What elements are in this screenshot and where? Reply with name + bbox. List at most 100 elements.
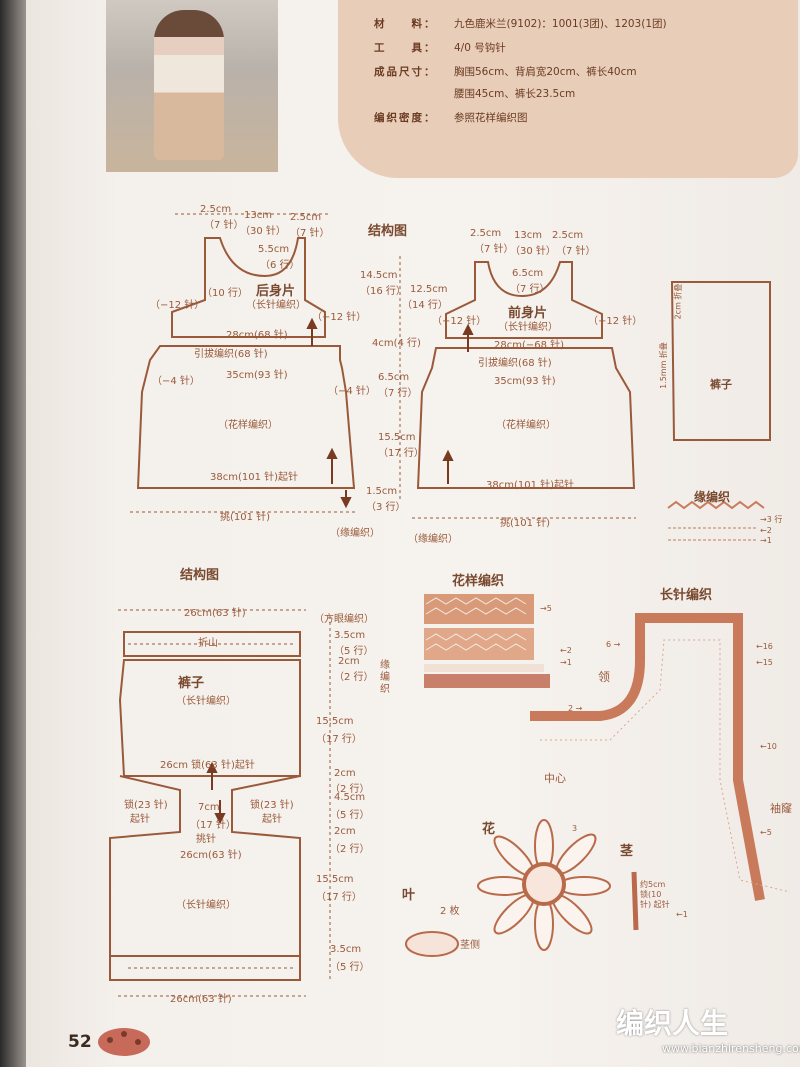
dim-7r: （7 行） [378,388,418,399]
longstitch-n6: 6 → [606,640,621,649]
diagram-title-top: 结构图 [368,224,408,239]
dim-15.5: 15.5cm [378,432,416,443]
pants-r35: 3.5cm [334,630,366,641]
front-piece-sub: （长针编织） [498,322,558,333]
leaf-label: 叶 [402,888,416,903]
longstitch-title: 长针编织 [660,588,713,603]
pants-r17b: （17 行） [316,892,362,903]
dim-front-2.5b: 2.5cm [552,230,584,241]
info-box: 材 料：九色鹿米兰(9102)：1001(3团)、1203(1团) 工 具：4/… [338,0,798,178]
dim-1.5: 1.5cm [366,486,398,497]
leaf-count: 2 枚 [440,906,460,917]
dim-4cm: 4cm(4 行) [372,338,421,349]
dim-front-tiao: 挑(101 针) [500,518,551,529]
pants-r5c: （5 行） [330,962,370,973]
photo-child [106,0,278,172]
pattern-title: 花样编织 [452,574,505,589]
pants-r155b: 15.5cm [316,874,354,885]
pants-fangyan: （方眼编织） [314,614,374,625]
longstitch-sleeve: 袖窿 [770,802,792,815]
back-pattern-label: （花样编织） [218,420,278,431]
side-fold-2: 1.5mm 折叠 [658,342,668,389]
dim-front-7r: （7 行） [510,284,550,295]
info-tool: 工 具：4/0 号钩针 [374,42,506,54]
pants-sub2: （长针编织） [176,900,236,911]
pants-r2d: （2 行） [330,784,370,795]
pants-lock23b: 锁(23 针) [250,800,294,811]
pants-w26b: 26cm(63 针) [170,994,232,1005]
dim-16r: （16 行） [360,286,406,297]
dim-edge: （缘编织） [330,528,380,539]
pants-qi-a: 起针 [130,814,150,825]
photo-figure [154,10,224,160]
flower-n3: 3 [572,824,578,833]
dim-m4b: （−4 针） [328,386,376,397]
dim-30: （30 针） [240,226,286,237]
edge-stitch-title: 缘编织 [694,490,731,504]
info-size: 成品尺寸：胸围56cm、背肩宽20cm、裤长40cm [374,66,637,78]
dim-13: 13cm [244,210,272,221]
dim-front-edge: （缘编织） [408,534,458,545]
dim-5.5: 5.5cm [258,244,290,255]
pants-qi-b: 起针 [262,814,282,825]
dim-front-7a: （7 针） [474,244,514,255]
pants-tiao: 挑针 [196,834,216,845]
pattern-n5: →5 [540,604,552,613]
pants-r155: 15.5cm [316,716,354,727]
dim-m4a: （−4 针） [152,376,200,387]
dim-front-7b: （7 针） [556,246,596,257]
flower-label: 花 [482,822,496,837]
info-density: 编织密度：参照花样编织图 [374,112,528,124]
pants-c26: 26cm(63 针) [180,850,242,861]
pattern-n1: →1 [560,658,572,667]
dim-front-35: 35cm(93 针) [494,376,556,387]
dim-m12a: （−12 针） [150,300,205,311]
dim-38: 38cm(101 针)起针 [210,472,299,483]
dim-35: 35cm(93 针) [226,370,288,381]
dim-28: 28cm(68 针) [226,330,288,341]
diagram-title-pants: 结构图 [180,568,220,583]
pants-sub: （长针编织） [176,696,236,707]
pants-7cm: 7cm [198,802,220,813]
pants-r2: 2cm [338,656,360,667]
dim-front-6.5: 6.5cm [512,268,544,279]
pants-waist: 26cm 锁(63 针)起针 [160,760,255,771]
front-piece-label: 前身片 [508,306,548,321]
longstitch-n15: ←15 [756,658,773,667]
dim-14.5: 14.5cm [360,270,398,281]
pants-lock23a: 锁(23 针) [124,800,168,811]
pants-17: （17 针） [190,820,236,831]
pants-r5: （5 行） [334,646,374,657]
pattern-edge-vertical: 缘编织 [380,660,390,695]
dim-front-m12b: （−12 针） [588,316,643,327]
book-spine [0,0,26,1067]
longstitch-n1: ←1 [676,910,688,919]
longstitch-n2: 2 → [568,704,583,713]
dim-front-13: 13cm [514,230,542,241]
edge-n2: ←2 [760,526,772,535]
side-pants-label: 裤子 [710,378,732,391]
page-number: 52 [68,1032,92,1052]
brand-url[interactable]: www.bianzhirensheng.com [662,1042,800,1055]
stem-label: 茎 [620,844,634,859]
info-size-2: 腰围45cm、裤长23.5cm [454,88,576,100]
longstitch-n5: ←5 [760,828,772,837]
dim-yinba: 引拔编织(68 针) [194,349,268,360]
dim-7a: （7 针） [204,220,244,231]
pants-r2e: 2cm [334,826,356,837]
front-pattern-label: （花样编织） [496,420,556,431]
dim-17r: （17 行） [378,448,424,459]
pants-fold: 折山 [198,638,218,649]
pants-r2r: （2 行） [334,672,374,683]
longstitch-n10: ←10 [760,742,777,751]
dim-front-2.5a: 2.5cm [470,228,502,239]
longstitch-n16: ←16 [756,642,773,651]
side-fold: 2cm 折叠 [673,283,683,320]
pants-r5b: （5 行） [330,810,370,821]
dim-3r: （3 行） [366,502,406,513]
dim-front-m12a: （−12 针） [432,316,487,327]
dim-front-38: 38cm(101 针)起针 [486,480,575,491]
dim-10r: （10 行） [202,288,248,299]
dim-front-28: 28cm(−68 针) [494,340,565,351]
